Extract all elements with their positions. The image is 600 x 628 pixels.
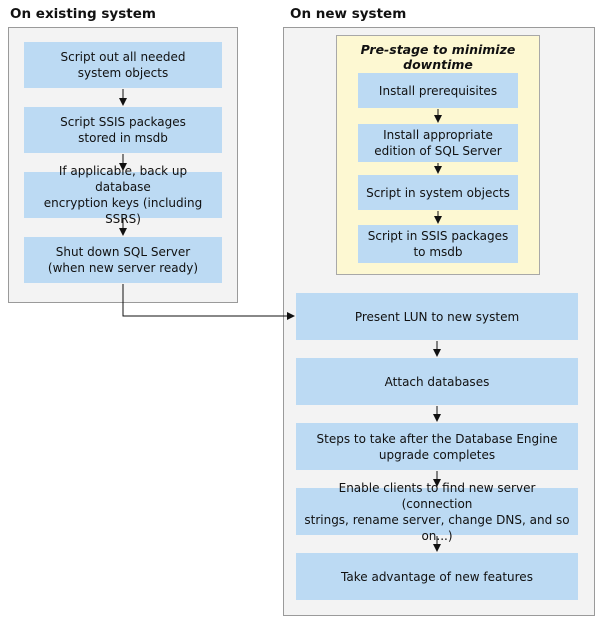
step-install-sql-server-edition: Install appropriate edition of SQL Serve… <box>358 124 518 162</box>
step-script-system-objects: Script out all needed system objects <box>24 42 222 88</box>
step-shut-down-sql-server: Shut down SQL Server (when new server re… <box>24 237 222 283</box>
step-post-upgrade-tasks: Steps to take after the Database Engine … <box>296 423 578 470</box>
arrow-shutdown-to-lun <box>122 284 295 320</box>
step-attach-databases: Attach databases <box>296 358 578 405</box>
step-install-prerequisites: Install prerequisites <box>358 73 518 108</box>
step-script-in-ssis-packages: Script in SSIS packages to msdb <box>358 225 518 263</box>
existing-system-title: On existing system <box>10 6 156 22</box>
step-script-in-system-objects: Script in system objects <box>358 175 518 210</box>
step-present-lun: Present LUN to new system <box>296 293 578 340</box>
step-backup-encryption-keys: If applicable, back up database encrypti… <box>24 164 222 226</box>
step-new-features: Take advantage of new features <box>296 553 578 600</box>
prestage-title: Pre-stage to minimize downtime <box>360 42 516 72</box>
new-system-title: On new system <box>290 6 407 22</box>
step-script-ssis-packages: Script SSIS packages stored in msdb <box>24 107 222 153</box>
